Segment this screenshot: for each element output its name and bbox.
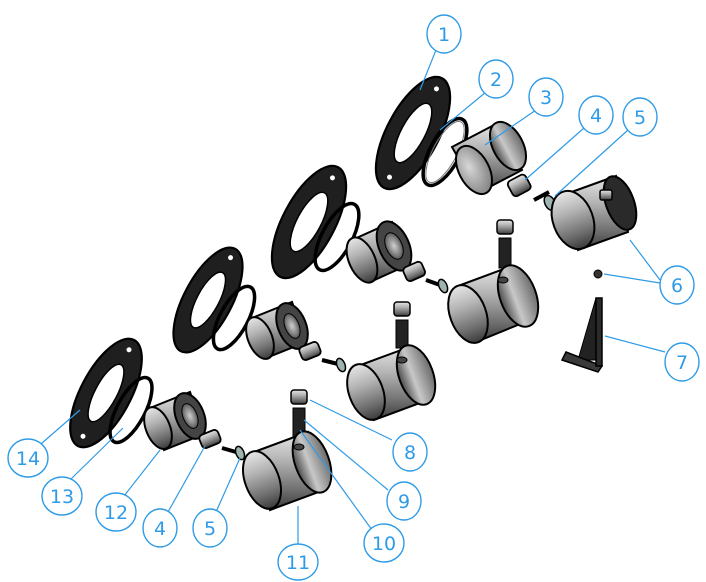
callout-4: 4 [578,95,614,135]
ball-part [593,269,603,279]
callout-14: 14 [7,438,49,478]
gasket-part [374,75,452,191]
callout-6: 6 [659,265,695,305]
gasket-part [270,164,348,280]
leader-lines [33,49,666,548]
svg-text:8: 8 [404,442,416,464]
callout-3: 3 [528,77,564,117]
sleeve-part [450,120,528,196]
svg-text:4: 4 [154,518,166,540]
sleeve-part [245,300,309,360]
gasket-part [172,246,244,354]
svg-text:12: 12 [104,502,128,524]
svg-text:5: 5 [634,107,646,129]
assembly-row-1 [374,75,638,373]
sleeve-part [143,390,207,452]
nipple-part [198,429,222,449]
screw-part [425,278,449,294]
screw-part [321,357,347,373]
callout-1: 1 [426,14,462,54]
callout-11: 11 [277,543,319,581]
nipple-part [298,341,322,361]
hex-key-part [560,297,604,373]
callout-4b: 4 [142,508,178,548]
assembly-row-3 [172,246,437,422]
callout-9: 9 [386,481,422,521]
svg-text:14: 14 [16,448,40,470]
svg-text:6: 6 [671,275,683,297]
nipple-part [506,173,532,198]
screw-part [221,445,246,461]
svg-text:3: 3 [540,87,552,109]
callout-13: 13 [41,476,83,516]
plug-part [496,219,514,269]
svg-text:10: 10 [372,533,396,555]
cap-part [346,344,437,422]
assembly-row-2 [270,164,540,344]
plug-part [393,301,411,349]
svg-text:13: 13 [50,486,74,508]
svg-text:11: 11 [286,552,310,574]
nipple-part [402,260,427,282]
callout-5: 5 [622,97,658,137]
callout-12: 12 [95,492,137,532]
cap-part [242,430,333,512]
callout-2: 2 [478,59,514,99]
svg-text:5: 5 [204,518,216,540]
callout-10: 10 [363,523,405,563]
assembly-row-4 [69,337,333,512]
gasket-part [69,337,143,449]
svg-text:4: 4 [590,105,602,127]
cap-part [447,264,540,344]
cap-part [550,174,638,252]
svg-text:9: 9 [398,491,410,513]
svg-text:1: 1 [438,24,450,46]
callouts: 1 2 3 4 5 6 7 8 [7,14,700,581]
sleeve-part [345,220,413,284]
svg-text:7: 7 [676,352,688,374]
callout-8: 8 [392,432,428,472]
callout-7: 7 [664,342,700,382]
callout-5b: 5 [192,508,228,548]
svg-text:2: 2 [490,69,502,91]
